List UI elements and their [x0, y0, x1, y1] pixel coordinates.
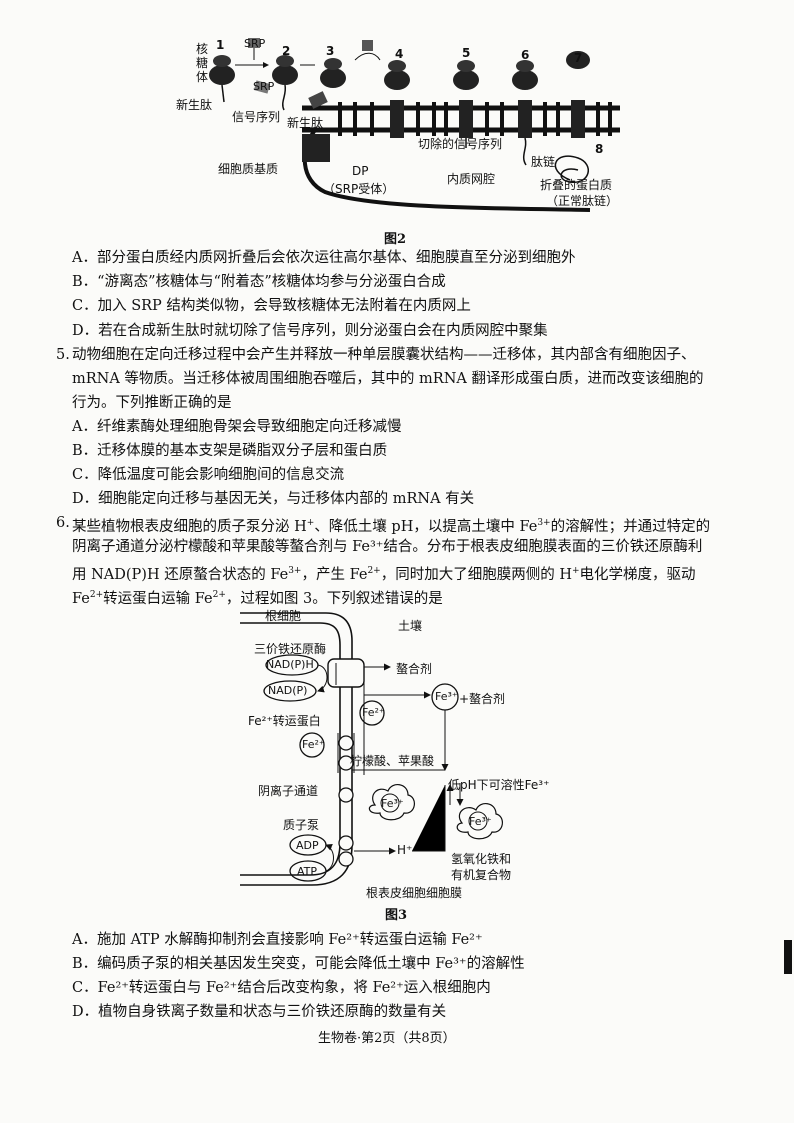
figure-2-diagram [209, 38, 620, 212]
ribosome-7 [566, 51, 590, 138]
q6-stem-line-1: 某些植物根表皮细胞的质子泵分泌 H+、降低土壤 pH，以提高土壤中 Fe3+的溶… [72, 518, 711, 535]
fig2-normal-chain-label: （正常肽链） [546, 194, 619, 208]
fig2-ribosome-label: 核糖体 [196, 42, 209, 84]
fig2-number-5: 5 [462, 46, 471, 60]
fig3-proton-pump: 质子泵 [283, 818, 320, 832]
fig3-fe3-cloud-inside: Fe³⁺ [381, 797, 404, 810]
ribosome-3 [308, 58, 346, 109]
ribosome-5 [453, 60, 479, 148]
ribosome-4 [384, 60, 410, 138]
fig2-folded-protein-label: 折叠的蛋白质 [540, 178, 613, 192]
fig2-nascent-peptide-1: 新生肽 [176, 98, 213, 112]
q5-option-a: A．纤维素酶处理细胞骨架会导致细胞定向迁移减慢 [72, 419, 402, 435]
fig3-anion-channel: 阴离子通道 [258, 784, 319, 798]
fig3-organic-complex: 有机复合物 [451, 868, 512, 882]
page-edge-mark [784, 940, 792, 974]
fig3-nadph: NAD(P)H [266, 658, 314, 671]
q4-option-d: D．若在合成新生肽时就切除了信号序列，则分泌蛋白会在内质网腔中聚集 [72, 323, 548, 339]
q6-stem-line-3: 用 NAD(P)H 还原螯合状态的 Fe3+，产生 Fe2+，同时加大了细胞膜两… [72, 566, 696, 583]
fig2-number-4: 4 [395, 47, 404, 61]
ribosome-1 [209, 55, 235, 103]
page-footer: 生物卷·第2页（共8页） [318, 1031, 456, 1046]
fig2-peptide-chain-label: 肽链 [531, 155, 556, 169]
fig3-hydroxide: 氢氧化铁和 [451, 852, 512, 866]
fig3-fe3-chelator: +螯合剂 [459, 692, 506, 706]
fig3-fe2-outside: Fe²⁺ [362, 706, 385, 719]
fig3-nadp: NAD(P) [268, 684, 308, 697]
fig3-chelator: 螯合剂 [396, 662, 433, 676]
q5-stem-line-1: 动物细胞在定向迁移过程中会产生并释放一种单层膜囊状结构——迁移体，其内部含有细胞… [72, 347, 696, 363]
fig2-number-7: 7 [574, 51, 583, 65]
q6-stem-line-4: Fe2+转运蛋白运输 Fe2+，过程如图 3。下列叙述错误的是 [72, 590, 443, 607]
fig2-srp-mid-label: SRP [253, 80, 275, 93]
fig3-fe2-transporter: Fe²⁺转运蛋白 [248, 714, 321, 728]
fig3-fe3-cloud-outside: Fe³⁺ [469, 815, 492, 828]
fig2-srp-top-label: SRP [244, 37, 266, 50]
fig3-acids: 柠檬酸、苹果酸 [350, 754, 435, 768]
q6-option-d: D．植物自身铁离子数量和状态与三价铁还原酶的数量有关 [72, 1004, 447, 1020]
ribosome-6 [512, 60, 538, 166]
fig2-number-8: 8 [595, 142, 604, 156]
q5-stem-line-3: 行为。下列推断正确的是 [72, 395, 232, 411]
fig2-signal-sequence: 信号序列 [232, 110, 281, 124]
q4-option-c: C．加入 SRP 结构类似物，会导致核糖体无法附着在内质网上 [72, 298, 471, 314]
fig2-cut-signal-label: 切除的信号序列 [418, 137, 503, 151]
fig3-fe3-in-circle: Fe³⁺ [435, 690, 458, 703]
fig2-nascent-peptide-2: 新生肽 [287, 116, 324, 130]
fig2-number-3: 3 [326, 44, 335, 58]
fig2-srp-receptor-label: （SRP受体） [323, 182, 395, 196]
fig3-fe2-inside: Fe²⁺ [302, 738, 325, 751]
ribosome-2 [253, 55, 298, 111]
fig3-atp: ATP [297, 865, 318, 878]
fig2-number-6: 6 [521, 48, 530, 62]
fig3-ferric-reductase: 三价铁还原酶 [254, 642, 327, 656]
fig3-low-ph-fe3: 低pH下可溶性Fe³⁺ [448, 778, 550, 792]
fig2-number-1: 1 [216, 38, 225, 52]
figure-2-caption: 图2 [384, 232, 407, 247]
q5-option-b: B．迁移体膜的基本支架是磷脂双分子层和蛋白质 [72, 443, 388, 459]
fig3-adp: ADP [296, 839, 319, 852]
q5-option-d: D．细胞能定向迁移与基因无关，与迁移体内部的 mRNA 有关 [72, 491, 475, 507]
q6-stem-line-2: 阴离子通道分泌柠檬酸和苹果酸等螯合剂与 Fe³⁺结合。分布于根表皮细胞膜表面的三… [72, 539, 703, 555]
fig2-number-2: 2 [282, 44, 291, 58]
q6-option-c: C．Fe²⁺转运蛋白与 Fe²⁺结合后改变构象，将 Fe²⁺运入根细胞内 [72, 980, 491, 996]
fig3-membrane: 根表皮细胞细胞膜 [366, 886, 463, 900]
fig2-er-lumen-label: 内质网腔 [447, 172, 496, 186]
figure-3-caption: 图3 [385, 908, 408, 923]
q6-option-b: B．编码质子泵的相关基因发生突变，可能会降低土壤中 Fe³⁺的溶解性 [72, 956, 525, 972]
q6-number: 6. [56, 515, 70, 531]
fig3-h-plus: H⁺ [397, 843, 413, 857]
fig2-cytoplasm-label: 细胞质基质 [218, 162, 279, 176]
q6-option-a: A．施加 ATP 水解酶抑制剂会直接影响 Fe²⁺转运蛋白运输 Fe²⁺ [72, 932, 483, 948]
fig3-root-cell: 根细胞 [265, 609, 302, 623]
fig2-dp-label: DP [352, 164, 369, 178]
q5-option-c: C．降低温度可能会影响细胞间的信息交流 [72, 467, 345, 483]
fig3-soil: 土壤 [398, 619, 423, 633]
q5-number: 5. [56, 347, 70, 363]
q5-stem-line-2: mRNA 等物质。当迁移体被周围细胞吞噬后，其中的 mRNA 翻译形成蛋白质，进… [72, 371, 704, 387]
q4-option-b: B．“游离态”核糖体与“附着态”核糖体均参与分泌蛋白合成 [72, 274, 446, 290]
figure-3-diagram [240, 612, 503, 886]
q4-option-a: A．部分蛋白质经内质网折叠后会依次运往高尔基体、细胞膜直至分泌到细胞外 [72, 250, 576, 266]
